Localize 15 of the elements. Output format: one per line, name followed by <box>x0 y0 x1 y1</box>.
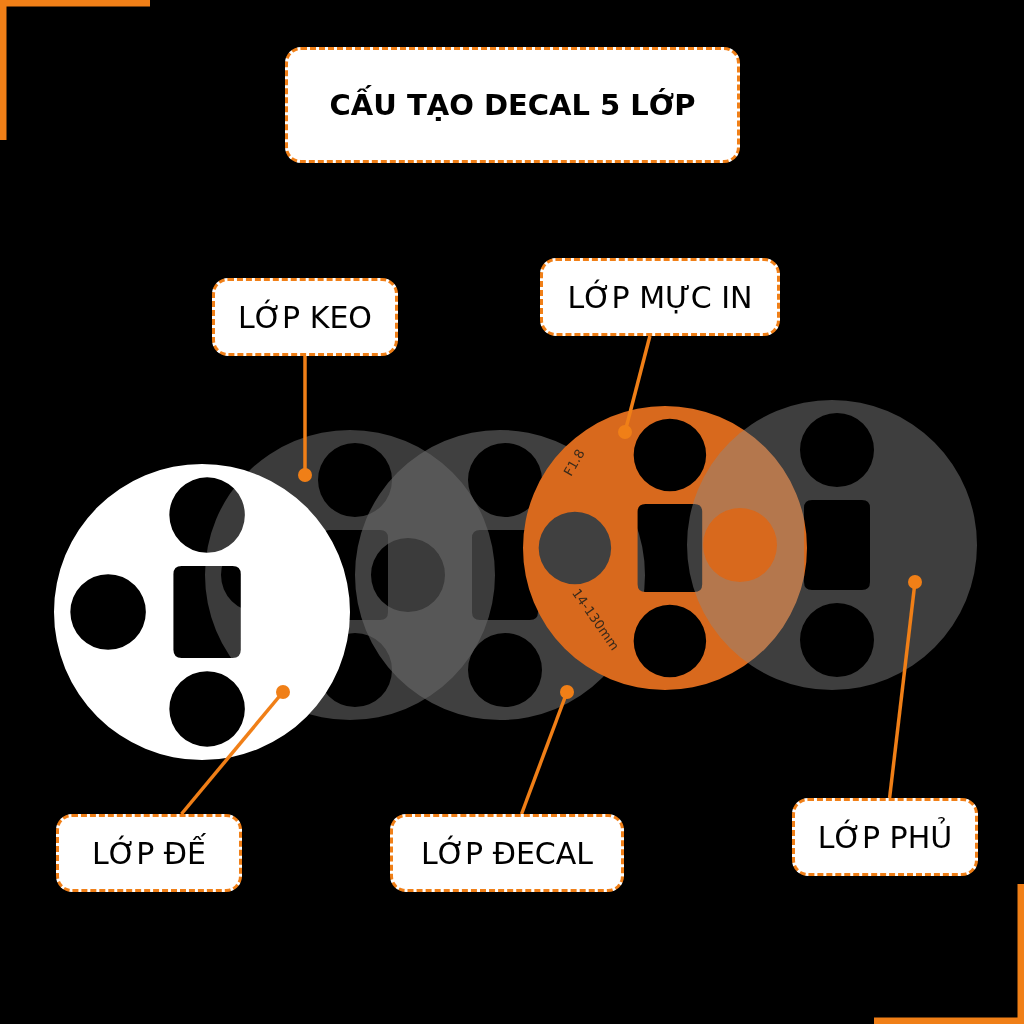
leader-line <box>298 356 312 482</box>
label-box <box>792 798 978 876</box>
leader-line <box>618 335 652 439</box>
label-box <box>390 814 624 892</box>
label-text: LỚP ĐECAL <box>420 835 594 871</box>
label-text: LỚP KEO <box>238 299 372 335</box>
label-box <box>212 278 398 356</box>
label-box <box>540 258 780 336</box>
label-text: LỚP ĐẾ <box>92 835 206 871</box>
label-text: LỚP PHỦ <box>817 819 953 855</box>
leader-line <box>519 685 574 815</box>
leader-line <box>180 685 290 816</box>
leader-line <box>887 575 922 799</box>
label-text: LỚP MỰC IN <box>567 279 753 315</box>
label-box <box>56 814 242 892</box>
